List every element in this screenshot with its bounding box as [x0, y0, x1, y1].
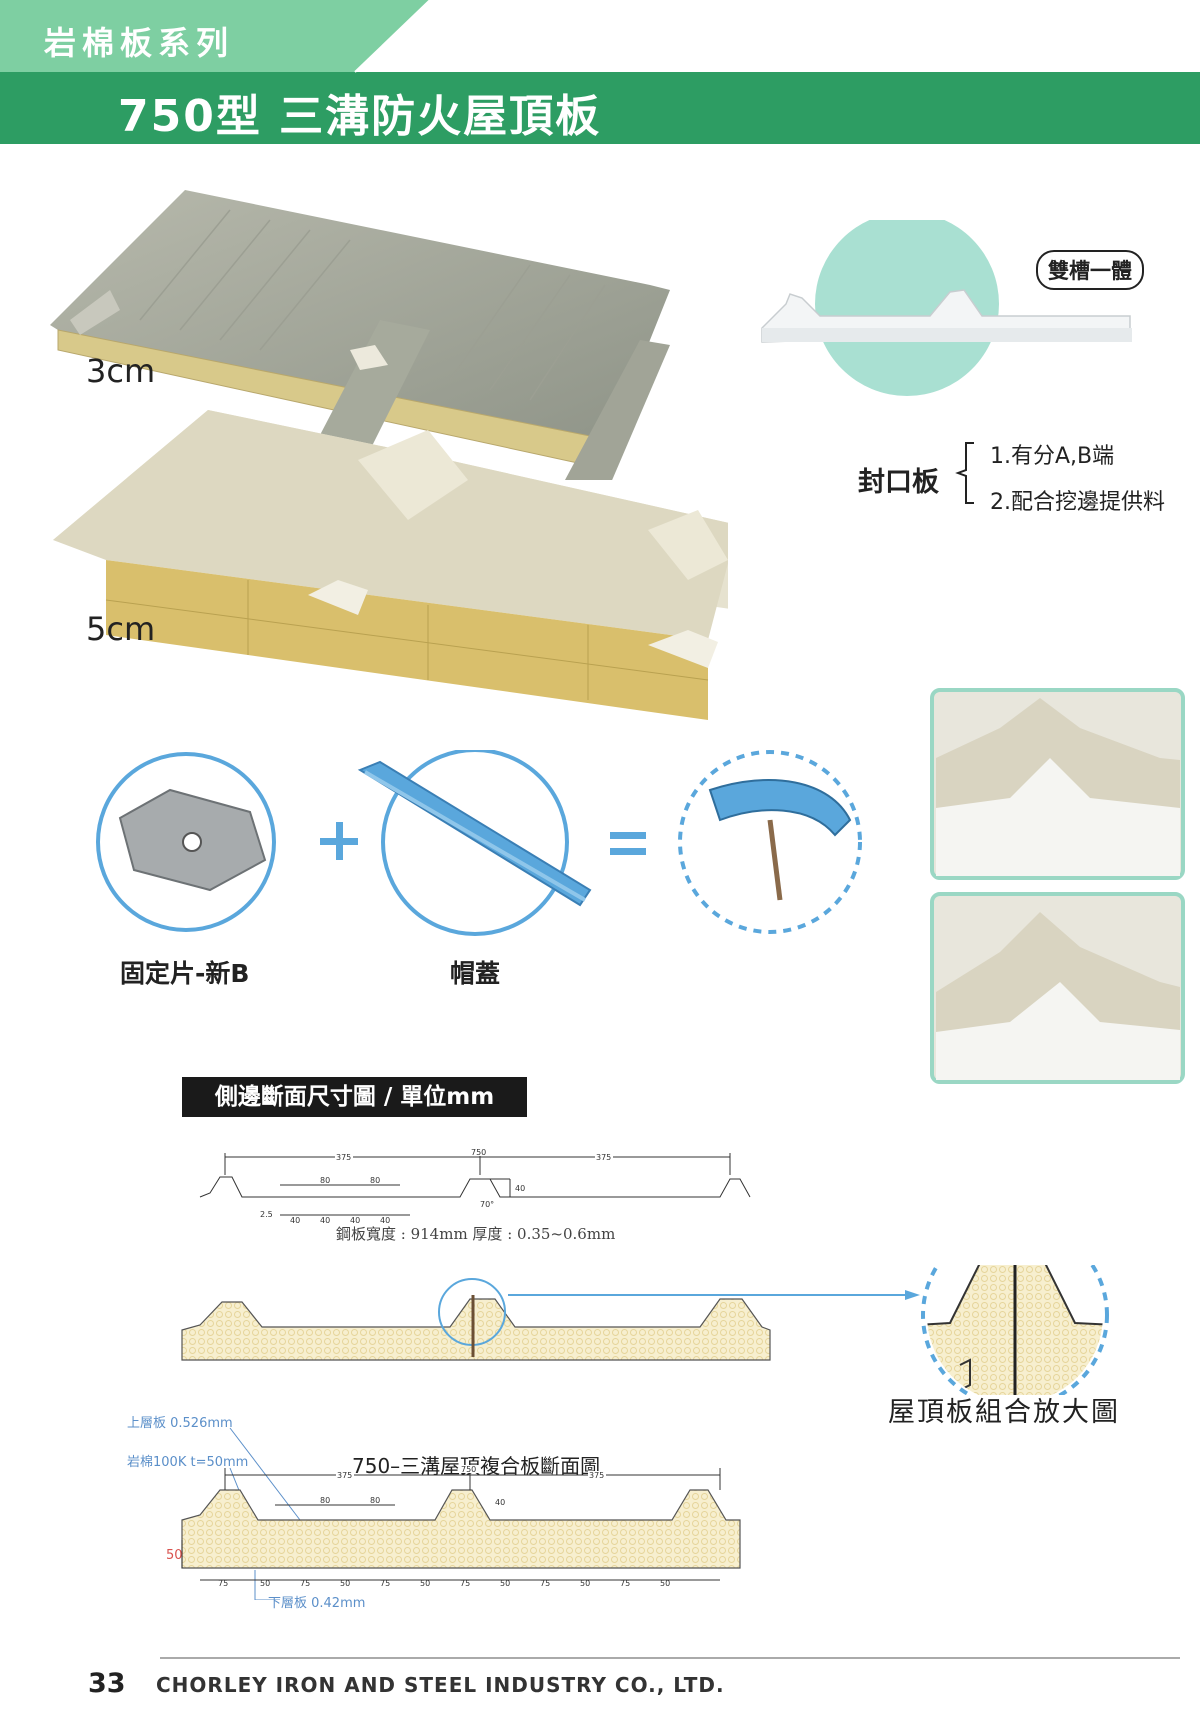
closure-note-1: 1.有分A,B端 [990, 444, 1115, 469]
brace-icon [955, 442, 974, 504]
dim-edge: 2.5 [260, 1210, 273, 1219]
page-title: 750型 三溝防火屋頂板 [118, 91, 602, 142]
closure-title: 封口板 [858, 467, 939, 498]
thickness-label-3cm: 3cm [86, 352, 156, 390]
rib-closeup-photo-2 [930, 892, 1185, 1084]
comp-dim-base-4: 75 [460, 1579, 470, 1588]
comp-dim-rib-1: 80 [320, 1496, 330, 1505]
assembly-icon [708, 779, 852, 837]
dim-total: 750 [471, 1148, 486, 1157]
comp-dim-rib-height: 40 [495, 1498, 505, 1507]
comp-dim-base-3: 75 [380, 1579, 390, 1588]
comp-dim-sub-2: 50 [340, 1579, 350, 1588]
comp-dim-half-right: 375 [589, 1471, 604, 1480]
thickness-label-5cm: 5cm [86, 610, 156, 648]
closure-strip-image [761, 220, 1132, 396]
closure-note-2: 2.配合挖邊提供料 [990, 490, 1165, 515]
clip-label: 固定片-新B [120, 959, 250, 988]
accessories-diagram [96, 750, 862, 936]
dim-sub-4: 40 [380, 1216, 390, 1225]
dim-rib-spacing-1: 80 [320, 1176, 330, 1185]
comp-dim-base-6: 75 [620, 1579, 630, 1588]
cap-label: 帽蓋 [450, 959, 501, 988]
dim-rib-spacing-2: 80 [370, 1176, 380, 1185]
assembly-section-drawing [181, 1265, 1109, 1395]
enlarge-caption: 屋頂板組合放大圖 [888, 1397, 1120, 1428]
series-label: 岩棉板系列 [44, 24, 235, 62]
dim-rib-height: 40 [515, 1184, 525, 1193]
panel-3cm-image [50, 190, 670, 480]
dim-sub-1: 40 [290, 1216, 300, 1225]
dim-sub-2: 40 [320, 1216, 330, 1225]
comp-dim-sub-1: 50 [260, 1579, 270, 1588]
rib-closeup-photo-1 [930, 688, 1185, 880]
comp-dim-sub-4: 50 [500, 1579, 510, 1588]
comp-dim-sub-6: 50 [660, 1579, 670, 1588]
upper-layer-label: 上層板 0.526mm [127, 1416, 233, 1431]
dim-angle: 70° [480, 1200, 494, 1209]
header-banner [0, 0, 1200, 144]
dim-half-right: 375 [596, 1153, 611, 1162]
panel-5cm-image [53, 410, 728, 720]
comp-dim-base-1: 75 [218, 1579, 228, 1588]
comp-dim-base-2: 75 [300, 1579, 310, 1588]
comp-dim-sub-3: 50 [420, 1579, 430, 1588]
lower-layer-label: 下層板 0.42mm [268, 1596, 366, 1611]
comp-dim-sub-5: 50 [580, 1579, 590, 1588]
cap-circle [381, 750, 569, 936]
series-tab-shape [0, 0, 430, 72]
comp-dim-total: 750 [461, 1465, 476, 1474]
dim-half-left: 375 [336, 1153, 351, 1162]
comp-dim-rib-2: 80 [370, 1496, 380, 1505]
page-number: 33 [88, 1668, 126, 1699]
mint-circle [815, 220, 999, 396]
title-band [0, 72, 1200, 144]
profile-dimension-drawing: 375 750 375 80 80 2.5 40 40 40 40 40 70° [199, 1148, 751, 1225]
section-heading: 側邊斷面尺寸圖 / 單位mm [182, 1077, 527, 1117]
comp-dim-base-5: 75 [540, 1579, 550, 1588]
comp-dim-half-left: 375 [337, 1471, 352, 1480]
company-name: CHORLEY IRON AND STEEL INDUSTRY CO., LTD… [156, 1673, 725, 1697]
steel-note: 鋼板寬度 : 914mm 厚度 : 0.35~0.6mm [336, 1225, 616, 1243]
panel-thickness-label: 50 [166, 1548, 183, 1563]
core-layer-label: 岩棉100K t=50mm [127, 1455, 249, 1470]
footer-rule [160, 1657, 1180, 1659]
dim-sub-3: 40 [350, 1216, 360, 1225]
composite-section-drawing: 375 750 375 80 80 40 75 50 75 50 75 50 7… [181, 1427, 741, 1600]
closure-badge: 雙槽一體 [1036, 250, 1144, 290]
